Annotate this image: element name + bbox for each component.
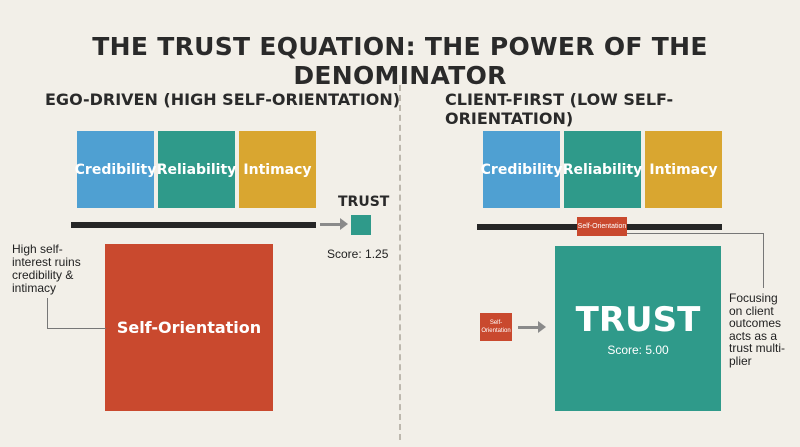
right-input-self-orientation-box: Self- Orientation <box>480 313 512 341</box>
left-arrow-shaft <box>320 223 342 226</box>
right-annotation: Focusing on client outcomes acts as a tr… <box>729 292 785 367</box>
left-annotation-line: High self- <box>12 242 63 256</box>
right-leader-line <box>627 233 764 288</box>
left-section-heading: EGO-DRIVEN (HIGH SELF-ORIENTATION) <box>45 90 401 109</box>
left-credibility-label: Credibility <box>74 161 157 178</box>
right-trust-box: TRUST Score: 5.00 <box>555 246 721 411</box>
right-annotation-line: plier <box>729 353 752 368</box>
page-title: THE TRUST EQUATION: THE POWER OF THE DEN… <box>92 32 708 90</box>
left-reliability-label: Reliability <box>156 161 237 178</box>
left-leader-line <box>47 298 106 329</box>
left-trust-box <box>351 215 371 235</box>
left-annotation-line: interest ruins <box>12 255 81 269</box>
left-fraction-bar <box>71 222 316 228</box>
right-annotation-line: on client <box>729 303 774 318</box>
left-self-orientation-label: Self-Orientation <box>116 318 262 337</box>
left-annotation-line: intimacy <box>12 281 57 295</box>
right-small-self-orientation-label: Self-Orientation <box>577 223 627 230</box>
right-arrow-shaft <box>518 326 540 329</box>
left-annotation-line: credibility & <box>12 268 74 282</box>
right-credibility-box: Credibility <box>480 131 563 208</box>
right-reliability-box: Reliability <box>562 131 643 208</box>
left-arrow-head-icon <box>340 218 348 230</box>
right-arrow-head-icon <box>538 321 546 333</box>
right-annotation-line: outcomes <box>729 316 782 330</box>
right-trust-label: TRUST <box>575 299 701 340</box>
right-annotation-line: acts as a <box>729 328 778 343</box>
left-intimacy-box: Intimacy <box>239 131 316 208</box>
right-score: Score: 5.00 <box>607 342 669 357</box>
right-input-label-line: Self- <box>489 320 503 326</box>
left-credibility-box: Credibility <box>74 131 157 208</box>
right-annotation-line: Focusing <box>729 291 778 305</box>
left-trust-heading: TRUST <box>338 194 390 210</box>
left-score: Score: 1.25 <box>327 247 389 261</box>
left-intimacy-label: Intimacy <box>243 161 312 178</box>
left-self-orientation-box: Self-Orientation <box>105 244 273 411</box>
right-annotation-line: trust multi- <box>729 341 786 355</box>
right-small-self-orientation-box: Self-Orientation <box>577 217 627 236</box>
right-reliability-label: Reliability <box>562 161 643 178</box>
right-credibility-label: Credibility <box>480 161 563 178</box>
section-divider <box>399 85 401 440</box>
right-section-heading: CLIENT-FIRST (LOW SELF-ORIENTATION) <box>445 90 674 128</box>
left-annotation: High self- interest ruins credibility & … <box>12 243 81 295</box>
right-intimacy-box: Intimacy <box>645 131 722 208</box>
right-input-label-line: Orientation <box>481 328 511 334</box>
left-reliability-box: Reliability <box>156 131 237 208</box>
right-intimacy-label: Intimacy <box>649 161 718 178</box>
